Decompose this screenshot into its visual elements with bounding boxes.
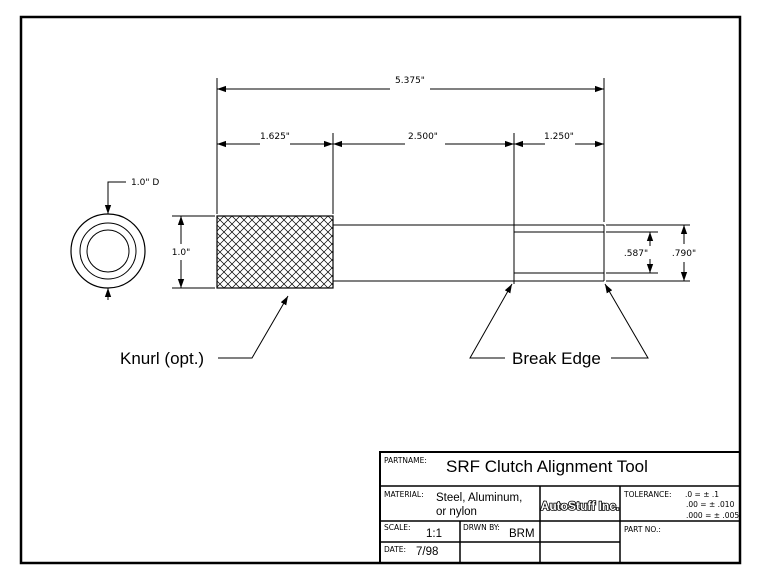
break-edge-callout: Break Edge: [512, 349, 601, 368]
body-dia-label: 1.0": [172, 248, 190, 258]
company-logo: AutoStuff Inc.: [541, 499, 620, 513]
end-view-mid-circle: [79, 222, 137, 280]
end-view-outer-circle: [70, 213, 146, 289]
tolerance-label: TOLERANCE:: [623, 490, 672, 499]
date-value: 7/98: [416, 546, 438, 558]
drawn-by-value: BRM: [509, 528, 535, 540]
middle-length-label: 2.500": [408, 132, 438, 142]
bore-dia-label: .587": [624, 249, 648, 259]
knurl-leader: [218, 295, 289, 359]
part-name: SRF Clutch Alignment Tool: [446, 457, 648, 476]
end-view-dia-label: 1.0" D: [131, 178, 159, 188]
end-view-inner-circle: [86, 229, 130, 273]
scale-value: 1:1: [426, 528, 442, 540]
part-name-label: PARTNAME:: [384, 456, 427, 465]
material-label: MATERIAL:: [384, 490, 424, 499]
side-view: [216, 215, 605, 289]
tolerance-3: .000 = ± .005: [686, 511, 739, 520]
knurl-section: [216, 215, 334, 289]
end-view-leader: [107, 181, 126, 200]
drawn-by-label: DRWN BY:: [463, 523, 500, 532]
tolerance-2: .00 = ± .010: [686, 500, 735, 509]
material-line2: or nylon: [436, 506, 477, 518]
end-dia-label: .790": [672, 249, 696, 259]
date-label: DATE:: [384, 545, 406, 554]
end-length-label: 1.250": [544, 132, 574, 142]
break-edge-leader-right: [604, 283, 649, 359]
part-no-label: PART NO.:: [624, 525, 661, 534]
title-block: PARTNAME: SRF Clutch Alignment Tool MATE…: [379, 451, 741, 564]
knurl-length-label: 1.625": [260, 132, 290, 142]
end-view: 1.0" D: [70, 178, 159, 300]
break-edge-leader-left: [469, 283, 513, 359]
knurl-callout: Knurl (opt.): [120, 349, 204, 368]
overall-length-label: 5.375": [395, 76, 425, 86]
tolerance-1: .0 = ± .1: [685, 490, 719, 499]
material-line1: Steel, Aluminum,: [436, 492, 522, 504]
scale-label: SCALE:: [384, 523, 411, 532]
